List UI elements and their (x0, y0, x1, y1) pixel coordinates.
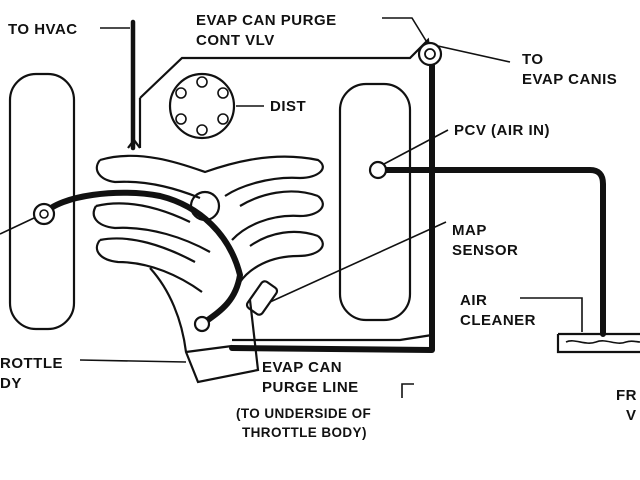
throttle-body (149, 267, 260, 384)
right-valve-cover (338, 82, 412, 322)
left-cover-fitting (32, 202, 56, 226)
label-throttle-2: DY (0, 375, 22, 392)
label-underside-1: (TO UNDERSIDE OF (236, 406, 371, 421)
label-purge-valve-2: CONT VLV (196, 32, 275, 49)
label-to-hvac: TO HVAC (8, 21, 78, 38)
label-air-cleaner-1: AIR (460, 292, 487, 309)
throttle-fitting (193, 315, 211, 333)
pcv-fitting (368, 160, 388, 180)
label-to-canister-1: TO (522, 51, 544, 68)
label-throttle-1: ROTTLE (0, 355, 63, 372)
label-pcv: PCV (AIR IN) (454, 122, 550, 139)
label-to-canister-2: EVAP CANIS (522, 71, 617, 88)
label-dist: DIST (270, 98, 306, 115)
leader-purge-valve (382, 17, 429, 45)
label-map-2: SENSOR (452, 242, 518, 259)
label-front-2: V (626, 407, 637, 424)
label-purge-valve-1: EVAP CAN PURGE (196, 12, 337, 29)
label-purge-line-1: EVAP CAN (262, 359, 342, 376)
leader-throttle (79, 359, 187, 363)
distributor (168, 72, 236, 140)
map-sensor (245, 280, 279, 316)
label-map-1: MAP (452, 222, 487, 239)
purge-valve (417, 41, 443, 67)
leader-purge-line (401, 383, 414, 398)
intake-manifold (92, 138, 324, 293)
label-front-1: FR (616, 387, 637, 404)
purge-valve-line (229, 57, 435, 353)
label-purge-line-2: PURGE LINE (262, 379, 359, 396)
leader-air-cleaner (520, 297, 583, 332)
label-air-cleaner-2: CLEANER (460, 312, 536, 329)
label-underside-2: THROTTLE BODY) (242, 425, 367, 440)
leader-evap-canister (437, 45, 511, 63)
air-cleaner (556, 332, 640, 354)
leader-left-fitting (0, 217, 35, 235)
pcv-hose (375, 167, 606, 337)
leader-map (269, 221, 447, 303)
leader-pcv (383, 129, 449, 165)
left-pcv-hose (41, 189, 243, 325)
